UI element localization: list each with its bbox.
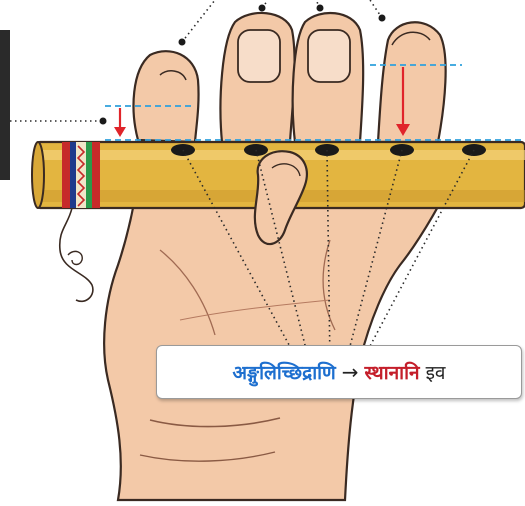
caption-box: अङ्गुलिच्छिद्राणि → स्थानानि इव <box>156 345 522 399</box>
left-pointer <box>10 118 107 125</box>
finger-hole-icon <box>244 144 268 156</box>
left-edge-panel <box>0 30 10 180</box>
caption-particle: इव <box>426 359 446 385</box>
caption-term: अङ्गुलिच्छिद्राणि <box>233 359 336 385</box>
caption-comparison: स्थानानि <box>365 359 420 385</box>
little-finger <box>134 51 199 142</box>
ring-finger <box>221 13 295 142</box>
middle-finger <box>293 13 363 142</box>
red-down-arrow-icon <box>114 108 126 137</box>
right-arrow-icon: → <box>342 360 359 384</box>
index-finger <box>378 22 446 142</box>
